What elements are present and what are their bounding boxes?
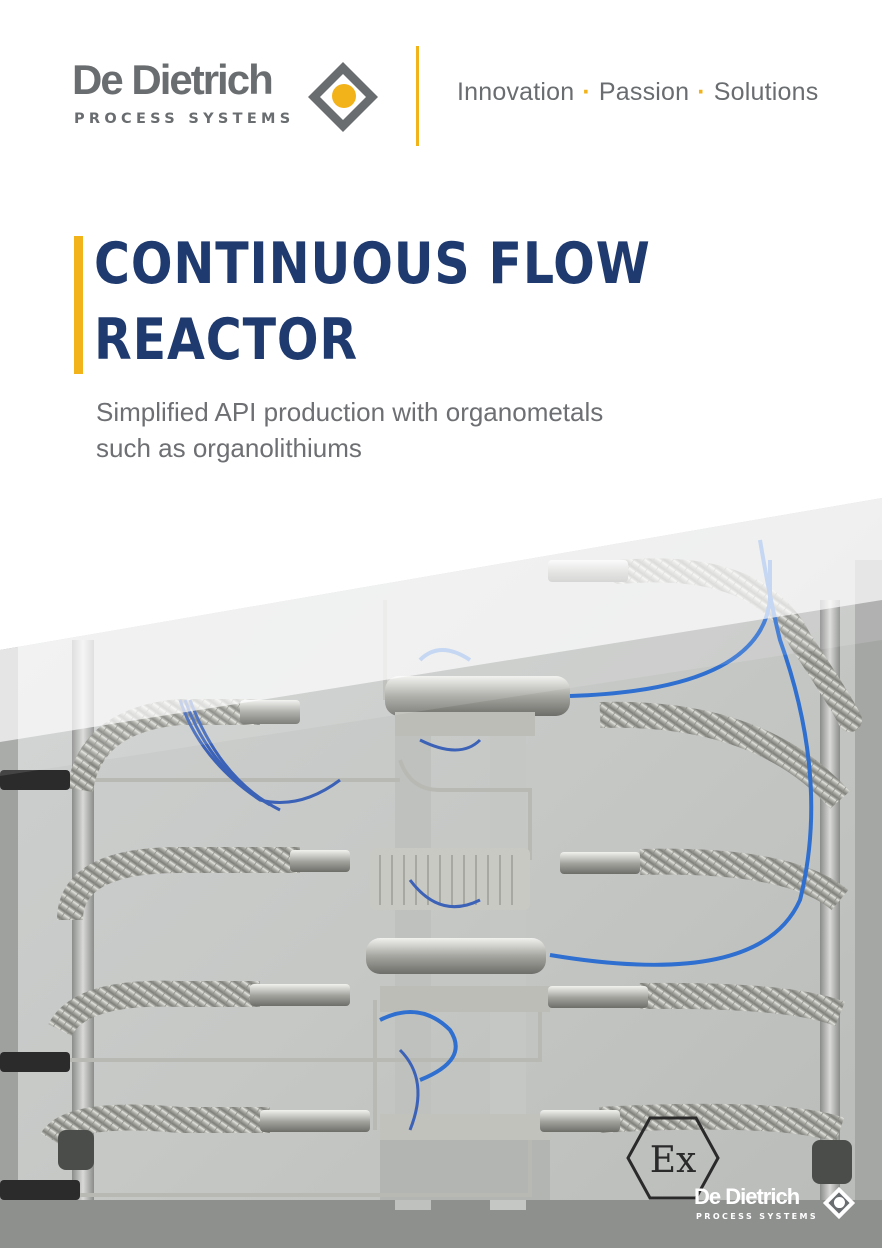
- tagline: Innovation·Passion·Solutions: [457, 78, 818, 107]
- footer-brand-subname: PROCESS SYSTEMS: [696, 1212, 819, 1221]
- tagline-separator-2: ·: [697, 78, 706, 106]
- tagline-innovation: Innovation: [457, 78, 575, 106]
- tagline-passion: Passion: [598, 78, 690, 106]
- ex-atex-icon: Ex: [626, 1116, 720, 1200]
- brand-name: De Dietrich: [72, 56, 274, 103]
- ex-label: Ex: [650, 1140, 697, 1181]
- footer-logo[interactable]: De Dietrich PROCESS SYSTEMS: [694, 1184, 864, 1228]
- brand-logo[interactable]: De Dietrich PROCESS SYSTEMS: [72, 58, 382, 138]
- title-accent-bar: [74, 236, 83, 374]
- footer-diamond-logo-icon: [822, 1186, 856, 1220]
- page-subtitle: Simplified API production with organomet…: [96, 394, 736, 466]
- subtitle-line-2: such as organolithiums: [96, 433, 362, 463]
- brand-subname: PROCESS SYSTEMS: [74, 111, 295, 127]
- page-title: CONTINUOUS FLOW REACTOR: [94, 226, 651, 378]
- diamond-circle-logo-icon: [308, 62, 378, 132]
- tagline-separator-1: ·: [582, 78, 591, 106]
- title-line-1: CONTINUOUS FLOW: [94, 231, 651, 297]
- header-divider: [416, 46, 419, 146]
- tagline-solutions: Solutions: [713, 78, 819, 106]
- title-line-2: REACTOR: [94, 307, 359, 373]
- subtitle-line-1: Simplified API production with organomet…: [96, 397, 604, 427]
- footer-brand-name: De Dietrich: [694, 1184, 800, 1209]
